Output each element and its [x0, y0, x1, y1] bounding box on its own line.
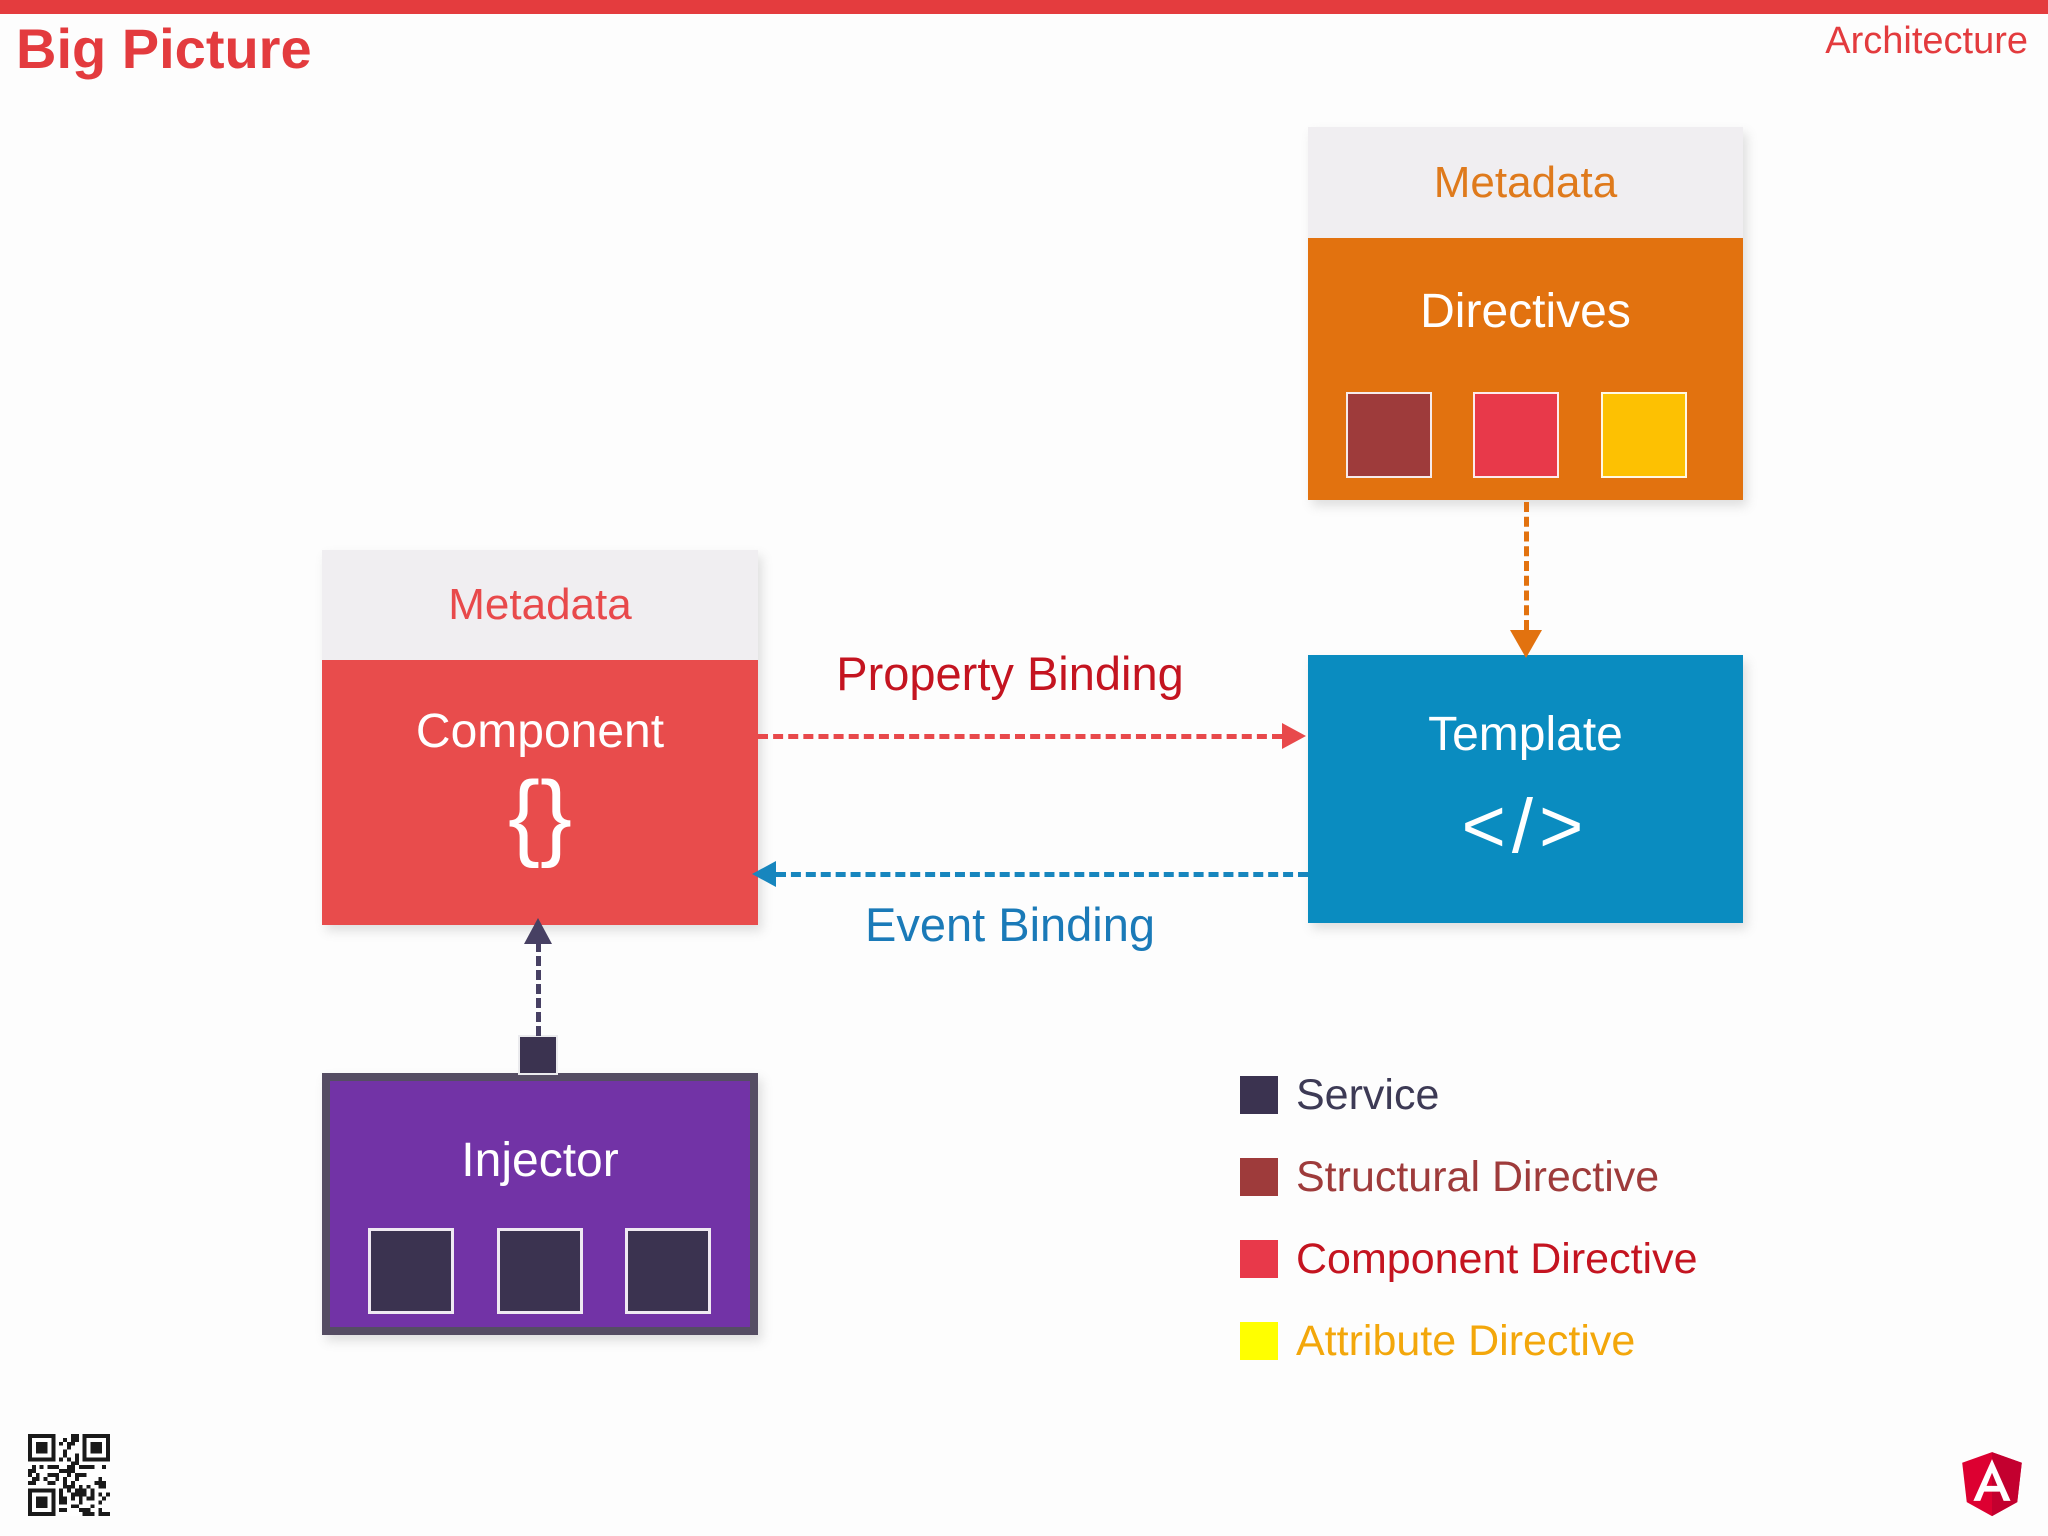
- legend-item-structural-directive: Structural Directive: [1240, 1153, 1698, 1201]
- injector-to-component-arrowhead-icon: [524, 918, 552, 944]
- directives-metadata-box: Metadata Directives: [1308, 127, 1743, 500]
- structural-directive-square: [1346, 392, 1432, 478]
- page-title: Big Picture: [16, 17, 312, 80]
- property-binding-arrowhead-icon: [1282, 723, 1306, 749]
- attribute-directive-square: [1601, 392, 1687, 478]
- directives-box-title: Directives: [1420, 285, 1631, 338]
- property-binding-label: Property Binding: [836, 647, 1184, 700]
- curly-braces-icon: {}: [507, 762, 573, 869]
- template-box-title: Template: [1428, 708, 1623, 761]
- directives-to-template-arrowhead-icon: [1510, 630, 1542, 658]
- component-box-body: Component {}: [322, 660, 758, 925]
- directives-metadata-header: Metadata: [1308, 127, 1743, 238]
- attribute-directive-swatch-icon: [1240, 1322, 1278, 1360]
- component-directive-swatch-icon: [1240, 1240, 1278, 1278]
- injector-to-component-arrow-line: [536, 942, 541, 1036]
- directives-box-body: Directives: [1308, 238, 1743, 500]
- angular-logo-icon: [1962, 1452, 2022, 1517]
- injector-box-title: Injector: [461, 1134, 619, 1187]
- legend-label: Structural Directive: [1296, 1152, 1660, 1201]
- legend-item-attribute-directive: Attribute Directive: [1240, 1317, 1698, 1365]
- legend-item-component-directive: Component Directive: [1240, 1235, 1698, 1283]
- component-directive-square: [1473, 392, 1559, 478]
- service-swatch-icon: [1240, 1076, 1278, 1114]
- section-label: Architecture: [1825, 20, 2028, 62]
- structural-directive-swatch-icon: [1240, 1158, 1278, 1196]
- event-binding-arrowhead-icon: [752, 861, 776, 887]
- legend-label: Component Directive: [1296, 1234, 1698, 1283]
- template-box: Template </>: [1308, 655, 1743, 923]
- directives-to-template-arrow-line: [1524, 502, 1529, 630]
- top-accent-bar: [0, 0, 2048, 14]
- service-square: [625, 1228, 711, 1314]
- injector-box: Injector: [322, 1073, 758, 1335]
- service-square: [497, 1228, 583, 1314]
- component-box-title: Component: [415, 705, 665, 758]
- qr-code: [28, 1434, 110, 1516]
- injected-service-square: [518, 1035, 558, 1075]
- code-tag-icon: </>: [1461, 784, 1590, 869]
- legend: Service Structural Directive Component D…: [1240, 1071, 1698, 1402]
- component-metadata-header: Metadata: [322, 550, 758, 660]
- legend-label: Service: [1296, 1070, 1440, 1119]
- event-binding-label: Event Binding: [864, 898, 1156, 951]
- property-binding-arrow-line: [758, 734, 1282, 739]
- legend-label: Attribute Directive: [1296, 1316, 1636, 1365]
- service-square: [368, 1228, 454, 1314]
- component-metadata-box: Metadata Component {}: [322, 550, 758, 925]
- event-binding-arrow-line: [776, 872, 1308, 877]
- legend-item-service: Service: [1240, 1071, 1698, 1119]
